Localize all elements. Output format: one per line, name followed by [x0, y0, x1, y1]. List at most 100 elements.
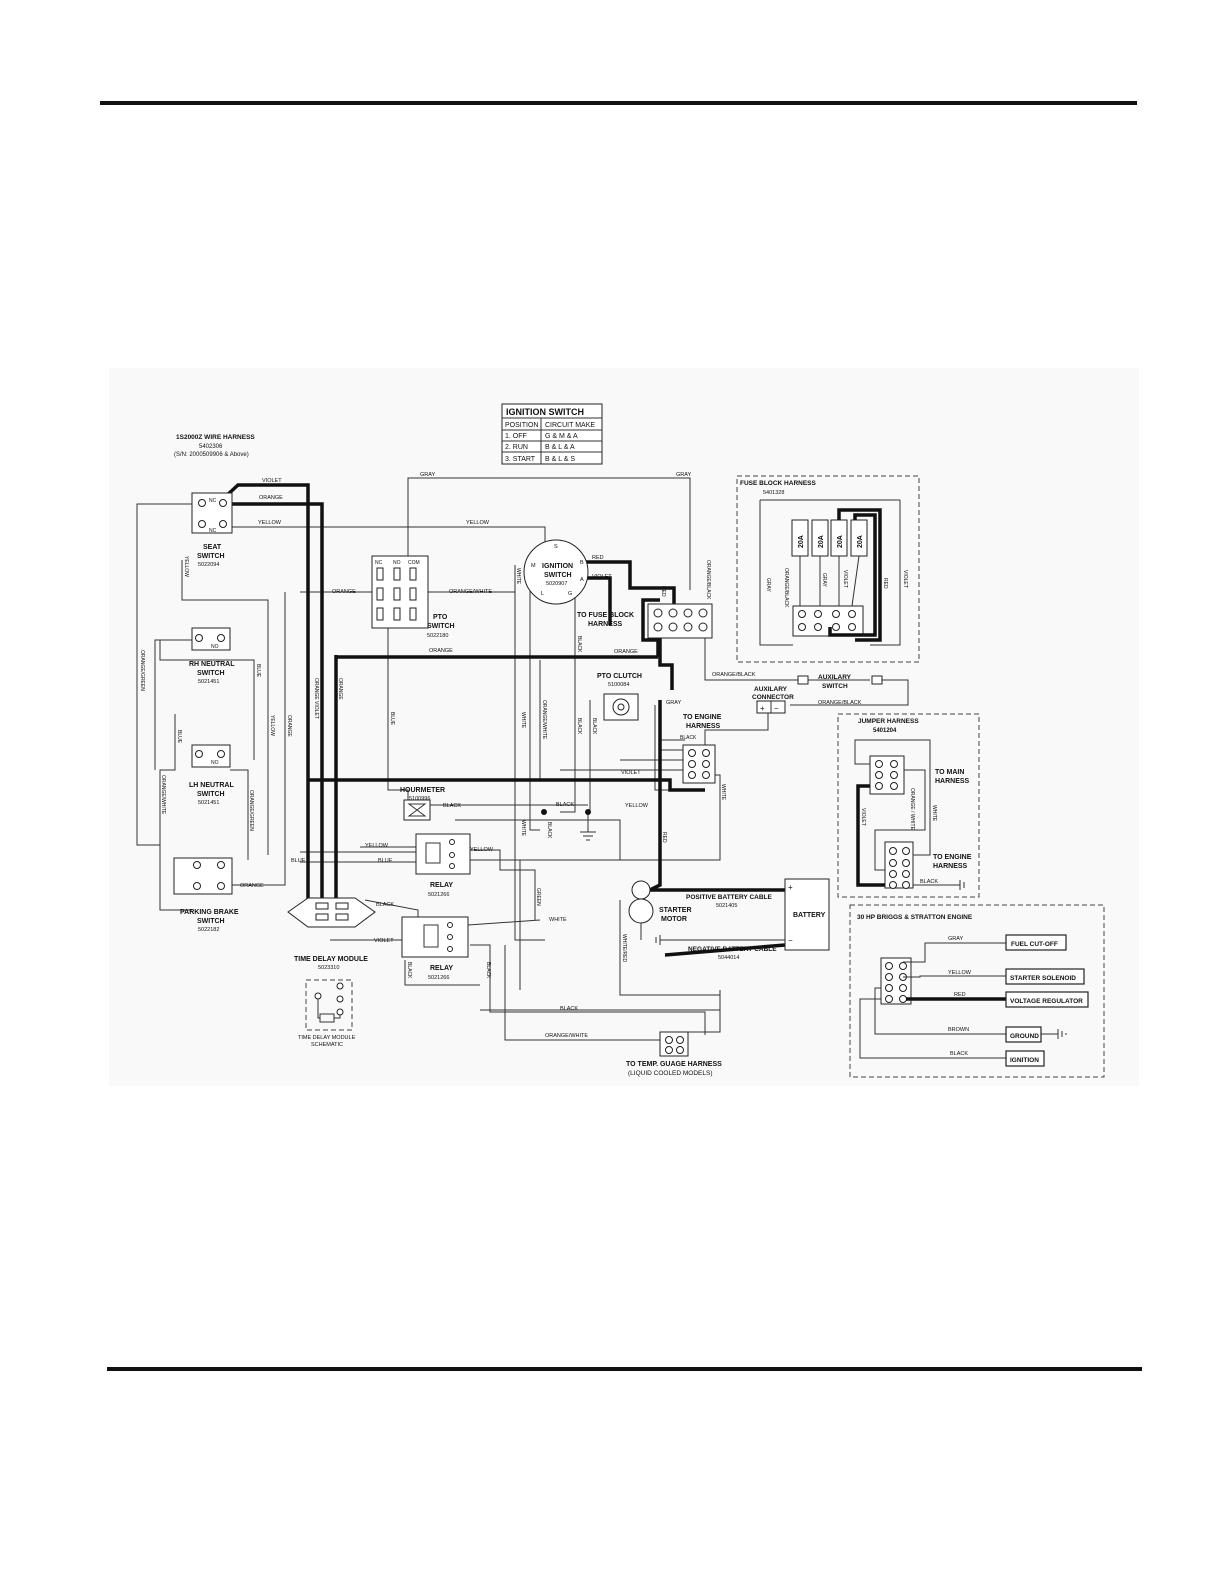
- parking-brake-switch: PARKING BRAKE SWITCH 5022182: [173, 857, 239, 933]
- rh-neutral-part: 5021451: [198, 679, 219, 685]
- label-orange-main: ORANGE: [429, 648, 453, 654]
- seat-switch-part: 5022094: [198, 562, 219, 568]
- label-orange-pb: ORANGE: [240, 883, 264, 889]
- seat-switch: NC NC SEAT SWITCH 5022094: [191, 492, 233, 568]
- starter-name2: MOTOR: [661, 916, 687, 923]
- pto-clutch-name: PTO CLUTCH: [597, 673, 642, 680]
- ignition-table-header-circuit: CIRCUIT MAKE: [545, 422, 595, 429]
- label-black-clutch: BLACK: [591, 718, 597, 735]
- label-violet-relay2: VIOLET: [374, 938, 394, 944]
- heavy-wires: [223, 483, 790, 957]
- fuse-wire-gray-2: GRAY: [821, 573, 827, 587]
- engine-wire-red: RED: [954, 992, 966, 998]
- harness-serial: (S/N: 2000509906 & Above): [174, 452, 249, 458]
- label-white-ign: WHITE: [515, 568, 521, 585]
- jumper-to-main-2: HARNESS: [935, 778, 970, 785]
- thin-wires: [136, 477, 909, 1041]
- battery-plus: +: [788, 883, 793, 892]
- label-red-ignition: RED: [592, 555, 604, 561]
- jumper-to-engine-1: TO ENGINE: [933, 854, 972, 861]
- fuse-wire-gray: GRAY: [765, 578, 771, 592]
- temp-gauge-line2: (LIQUID COOLED MODELS): [628, 1070, 713, 1077]
- label-orange-green-lh: ORANGE/GREEN: [248, 790, 254, 831]
- to-engine-harness-line2: HARNESS: [686, 723, 721, 730]
- to-engine-harness-line1: TO ENGINE: [683, 714, 722, 721]
- lh-neutral-name2: SWITCH: [197, 791, 225, 798]
- wire-labels: VIOLET ORANGE YELLOW YELLOW GRAY GRAY OR…: [139, 472, 862, 1039]
- fuse-4-rating: 20A: [857, 535, 864, 548]
- ignition-terminal-b: B: [580, 560, 584, 566]
- label-blue-vert: BLUE: [255, 664, 261, 678]
- label-black-engine: BLACK: [680, 735, 697, 741]
- relay-2-name: RELAY: [430, 965, 453, 972]
- battery-name: BATTERY: [793, 912, 826, 919]
- parking-brake-name2: SWITCH: [197, 918, 225, 925]
- ignition-terminal-m: M: [531, 563, 536, 569]
- jumper-to-engine-2: HARNESS: [933, 863, 968, 870]
- engine-starter-solenoid: STARTER SOLENOID: [1010, 975, 1076, 982]
- label-white-right: WHITE: [720, 784, 726, 801]
- time-delay-schematic-line1: TIME DELAY MODULE: [298, 1035, 356, 1041]
- relay-1-name: RELAY: [430, 882, 453, 889]
- pto-nc: NC: [375, 560, 383, 566]
- aux-minus: −: [774, 704, 779, 713]
- label-orange-pto: ORANGE: [332, 589, 356, 595]
- label-blue-vert-pto: BLUE: [389, 712, 395, 726]
- to-fuse-block-line1: TO FUSE BLOCK: [577, 612, 634, 619]
- jumper-wire-white: WHITE: [931, 805, 937, 822]
- relay-1-part: 5021266: [428, 892, 449, 898]
- label-orange-white-pto: ORANGE/WHITE: [449, 589, 492, 595]
- fuse-wire-violet-2: VIOLET: [902, 570, 908, 588]
- starter-motor: STARTER MOTOR: [628, 880, 692, 940]
- label-white-vert-2: WHITE: [520, 820, 526, 837]
- ignition-terminal-l: L: [541, 591, 544, 597]
- pto-switch-name1: PTO: [433, 614, 448, 621]
- engine-wire-yellow: YELLOW: [948, 970, 972, 976]
- rh-neutral-no: NO: [211, 644, 219, 650]
- ignition-table-row-3-position: 3. START: [505, 456, 536, 463]
- temp-gauge-connector: TO TEMP. GUAGE HARNESS (LIQUID COOLED MO…: [626, 1031, 722, 1077]
- label-red-vert: RED: [661, 832, 667, 843]
- relay-2-part: 5021266: [428, 975, 449, 981]
- ignition-table-header-position: POSITION: [505, 422, 538, 429]
- seat-switch-nc: NC: [209, 498, 217, 504]
- label-orange-black-vert: ORANGE/BLACK: [705, 560, 711, 600]
- harness-title-block: 1S2000Z WIRE HARNESS 5402306 (S/N: 20005…: [174, 434, 255, 458]
- pto-switch: NC NO COM PTO SWITCH 5022180: [371, 555, 455, 639]
- battery-minus: −: [788, 936, 793, 945]
- label-black-ign-vert: BLACK: [576, 636, 582, 653]
- label-black-relay-vert: BLACK: [485, 962, 491, 979]
- jumper-wire-violet: VIOLET: [860, 808, 866, 826]
- label-black-relay2: BLACK: [376, 902, 394, 908]
- hourmeter-name: HOURMETER: [400, 787, 445, 794]
- label-black-temp: BLACK: [560, 1006, 578, 1012]
- auxiliary-switch: AUXILARY SWITCH: [818, 674, 883, 690]
- label-gray-engine: GRAY: [666, 700, 682, 706]
- fuse-wire-orange-black: ORANGE/BLACK: [783, 568, 789, 608]
- seat-switch-nc-2: NC: [209, 528, 217, 534]
- ignition-switch-table: IGNITION SWITCH POSITION CIRCUIT MAKE 1.…: [501, 403, 603, 465]
- fuse-wire-violet: VIOLET: [842, 570, 848, 588]
- bottom-rule: [107, 1367, 1142, 1371]
- top-rule: [100, 101, 1137, 105]
- label-blue-pb: BLUE: [291, 858, 306, 864]
- label-gray-left: GRAY: [420, 472, 436, 478]
- label-orange-top: ORANGE: [259, 495, 283, 501]
- pto-switch-part: 5022180: [427, 633, 448, 639]
- lh-neutral-switch: NO LH NEUTRAL SWITCH 5021451: [189, 744, 234, 806]
- parking-brake-name1: PARKING BRAKE: [180, 909, 239, 916]
- label-yellow-td: YELLOW: [365, 843, 389, 849]
- label-black-vert-3: BLACK: [546, 822, 552, 839]
- seat-switch-name2: SWITCH: [197, 553, 225, 560]
- negative-cable-part: 5044014: [718, 955, 739, 961]
- label-orange-white-lh: ORANGE/WHITE: [160, 775, 166, 815]
- jumper-title: JUMPER HARNESS: [858, 718, 919, 725]
- relay-1: RELAY 5021266: [415, 833, 471, 898]
- to-fuse-block-line2: HARNESS: [588, 621, 623, 628]
- ignition-table-row-2-position: 2. RUN: [505, 444, 528, 451]
- jumper-wire-orange-white: ORANGE / WHITE: [909, 788, 915, 831]
- aux-switch-name2: SWITCH: [822, 683, 848, 690]
- label-yellow-relay: YELLOW: [625, 803, 649, 809]
- briggs-engine-box: 30 HP BRIGGS & STRATTON ENGINE GRAY YELL…: [849, 904, 1105, 1078]
- label-black-hourmeter: BLACK: [443, 803, 461, 809]
